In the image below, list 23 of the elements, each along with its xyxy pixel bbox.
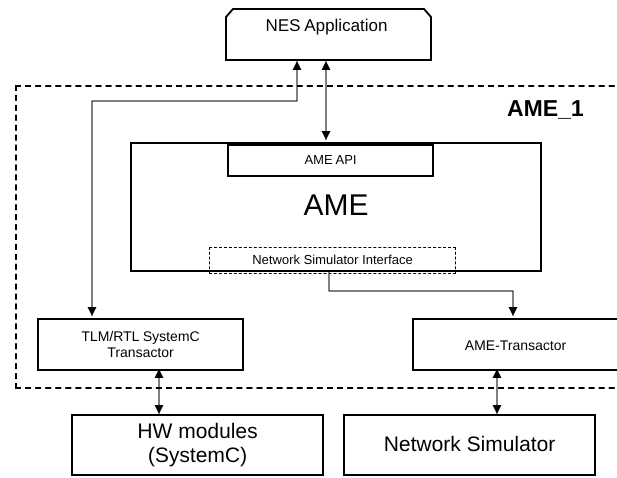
application-box bbox=[225, 8, 432, 61]
simulator-box bbox=[343, 414, 596, 476]
node-label: AME_1 bbox=[507, 95, 584, 122]
api-box bbox=[227, 144, 434, 177]
group-boundary bbox=[15, 85, 617, 389]
node-label: NES Application bbox=[264, 16, 388, 36]
arrow bbox=[154, 368, 164, 414]
node-label: AME bbox=[302, 189, 370, 224]
arrow bbox=[88, 60, 302, 316]
node-label: Network Simulator bbox=[382, 433, 556, 458]
node-label: HW modules (SystemC) bbox=[136, 420, 259, 468]
transactor-box bbox=[412, 318, 617, 371]
arrow bbox=[492, 368, 502, 414]
node-label: Network Simulator Interface bbox=[251, 253, 414, 268]
node-label: TLM/RTL SystemC Transactor bbox=[80, 328, 201, 360]
node-label: AME-Transactor bbox=[464, 337, 568, 354]
arrow bbox=[322, 60, 330, 140]
transactor-box bbox=[37, 318, 244, 371]
arrow bbox=[328, 270, 518, 316]
node-label: AME API bbox=[303, 153, 358, 168]
module-box bbox=[71, 414, 324, 476]
interface-box bbox=[209, 247, 456, 274]
component-box bbox=[130, 142, 542, 272]
